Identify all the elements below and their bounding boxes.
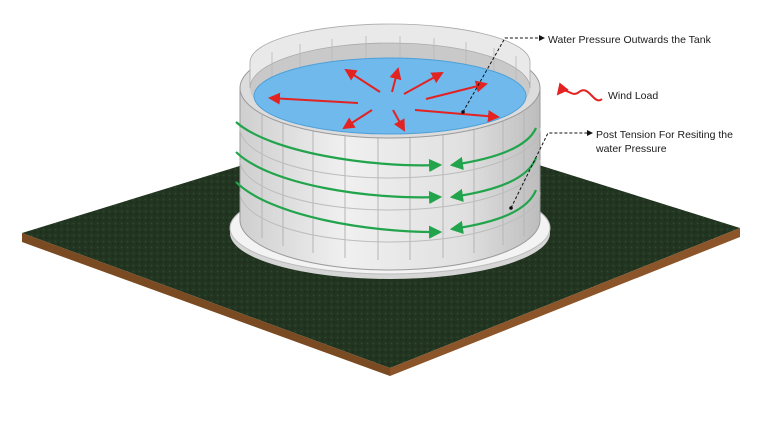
post-tension-label-line1: Post Tension For Resiting the [596,129,733,141]
tension-arrow [235,181,443,239]
tension-arrow [235,151,443,205]
wind-load-label: Wind Load [608,90,659,102]
leader-dot [461,110,465,114]
tension-arrow [449,189,538,234]
water-pressure-label: Water Pressure Outwards the Tank [548,34,711,46]
pressure-arrow [389,67,402,93]
tension-arrow [449,157,538,202]
water-pressure-leader [462,35,545,113]
leader-lines [462,35,593,209]
pressure-arrow [344,68,381,93]
pressure-arrow [414,109,500,123]
water-surface [253,57,527,135]
tension-arrow [449,127,538,170]
tank-wall [239,87,541,271]
pressure-arrow [342,109,373,130]
post-tension-leader [510,130,593,209]
pressure-arrow [392,109,405,132]
pressure-arrows [268,67,500,132]
pressure-arrow [425,80,488,100]
wind-icon [556,82,603,102]
post-tension-label: Post Tension For Resiting the water Pres… [596,128,733,156]
post-tension-label-line2: water Pressure [596,143,667,155]
pressure-arrow [403,72,444,95]
pressure-arrow [268,92,359,105]
tension-arrow [235,121,443,173]
tension-arrows [235,121,538,239]
leader-dot [509,206,513,210]
